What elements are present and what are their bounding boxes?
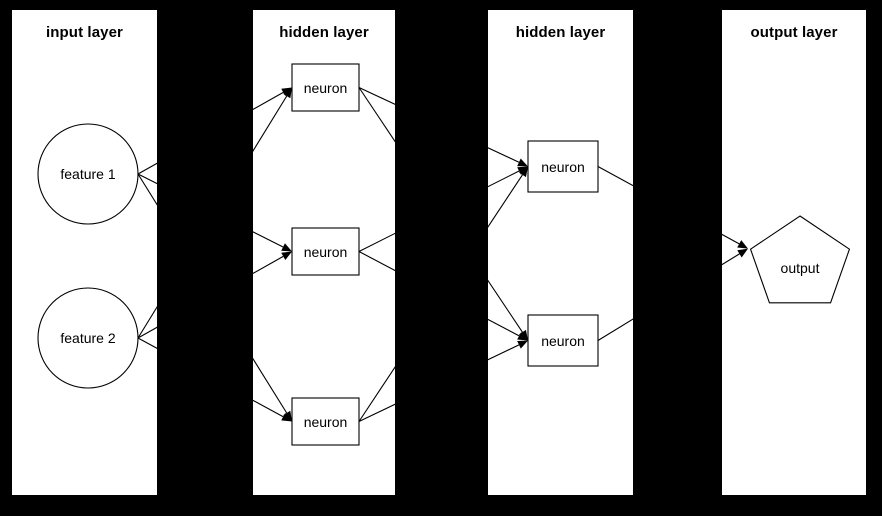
layer-title-input: input layer — [46, 24, 123, 41]
node-label-h1-n3: neuron — [303, 413, 348, 430]
input-node-circle[interactable] — [37, 123, 139, 225]
neuron-node-rect[interactable] — [291, 397, 360, 446]
node-label-out-1: output — [780, 260, 820, 276]
layer-panel-input: input layer — [12, 10, 157, 495]
node-label-feature-2: feature 2 — [60, 330, 116, 346]
layer-title-output: output layer — [750, 24, 838, 41]
neuron-node-rect[interactable] — [291, 63, 360, 112]
neuron-node-rect[interactable] — [527, 314, 599, 367]
output-node-pentagon[interactable] — [749, 215, 851, 304]
neuron-node-rect[interactable] — [291, 227, 360, 276]
layer-title-hidden-2: hidden layer — [515, 24, 606, 41]
layer-title-hidden-1: hidden layer — [279, 24, 369, 41]
node-label-h2-n1: neuron — [541, 158, 585, 175]
input-node-circle[interactable] — [37, 287, 139, 389]
neuron-node-rect[interactable] — [527, 140, 599, 193]
node-label-h2-n2: neuron — [541, 332, 585, 349]
node-label-h1-n1: neuron — [303, 79, 348, 96]
node-label-feature-1: feature 1 — [60, 166, 116, 182]
node-label-h1-n2: neuron — [303, 243, 348, 260]
